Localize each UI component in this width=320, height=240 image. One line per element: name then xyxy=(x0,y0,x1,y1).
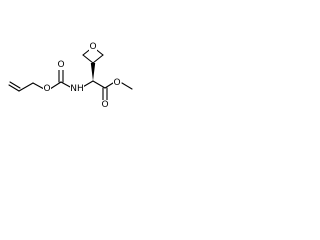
chemical-structure: O O O NH O O xyxy=(8,42,133,110)
alpha-ester-carbon-bond xyxy=(92,80,106,89)
allyl-terminal-double-bond-1 xyxy=(8,84,20,92)
allyl-terminal-double-bond-2 xyxy=(9,81,21,89)
allyl-bond-1 xyxy=(18,82,34,92)
methoxy-bond xyxy=(121,82,133,90)
atom-labels: O O O NH O O xyxy=(43,42,121,110)
ester-carbonyl-oxygen-label: O xyxy=(101,100,108,110)
carbamate-o-c-bond xyxy=(49,81,62,90)
oxetane-oxygen-label: O xyxy=(89,42,96,52)
ester-c-o-single xyxy=(104,82,114,89)
ester-methoxy-oxygen-label: O xyxy=(113,78,120,88)
carbamate-ester-oxygen-label: O xyxy=(43,84,50,94)
amide-nitrogen-label: NH xyxy=(70,84,84,94)
bonds xyxy=(8,46,133,101)
oxetane-bond-1 xyxy=(92,54,104,64)
oxetane-bond-4 xyxy=(82,54,94,64)
allyl-bond-2 xyxy=(32,82,45,90)
stereo-wedge-bond xyxy=(90,63,96,81)
carbamate-carbonyl-oxygen-label: O xyxy=(57,60,64,70)
